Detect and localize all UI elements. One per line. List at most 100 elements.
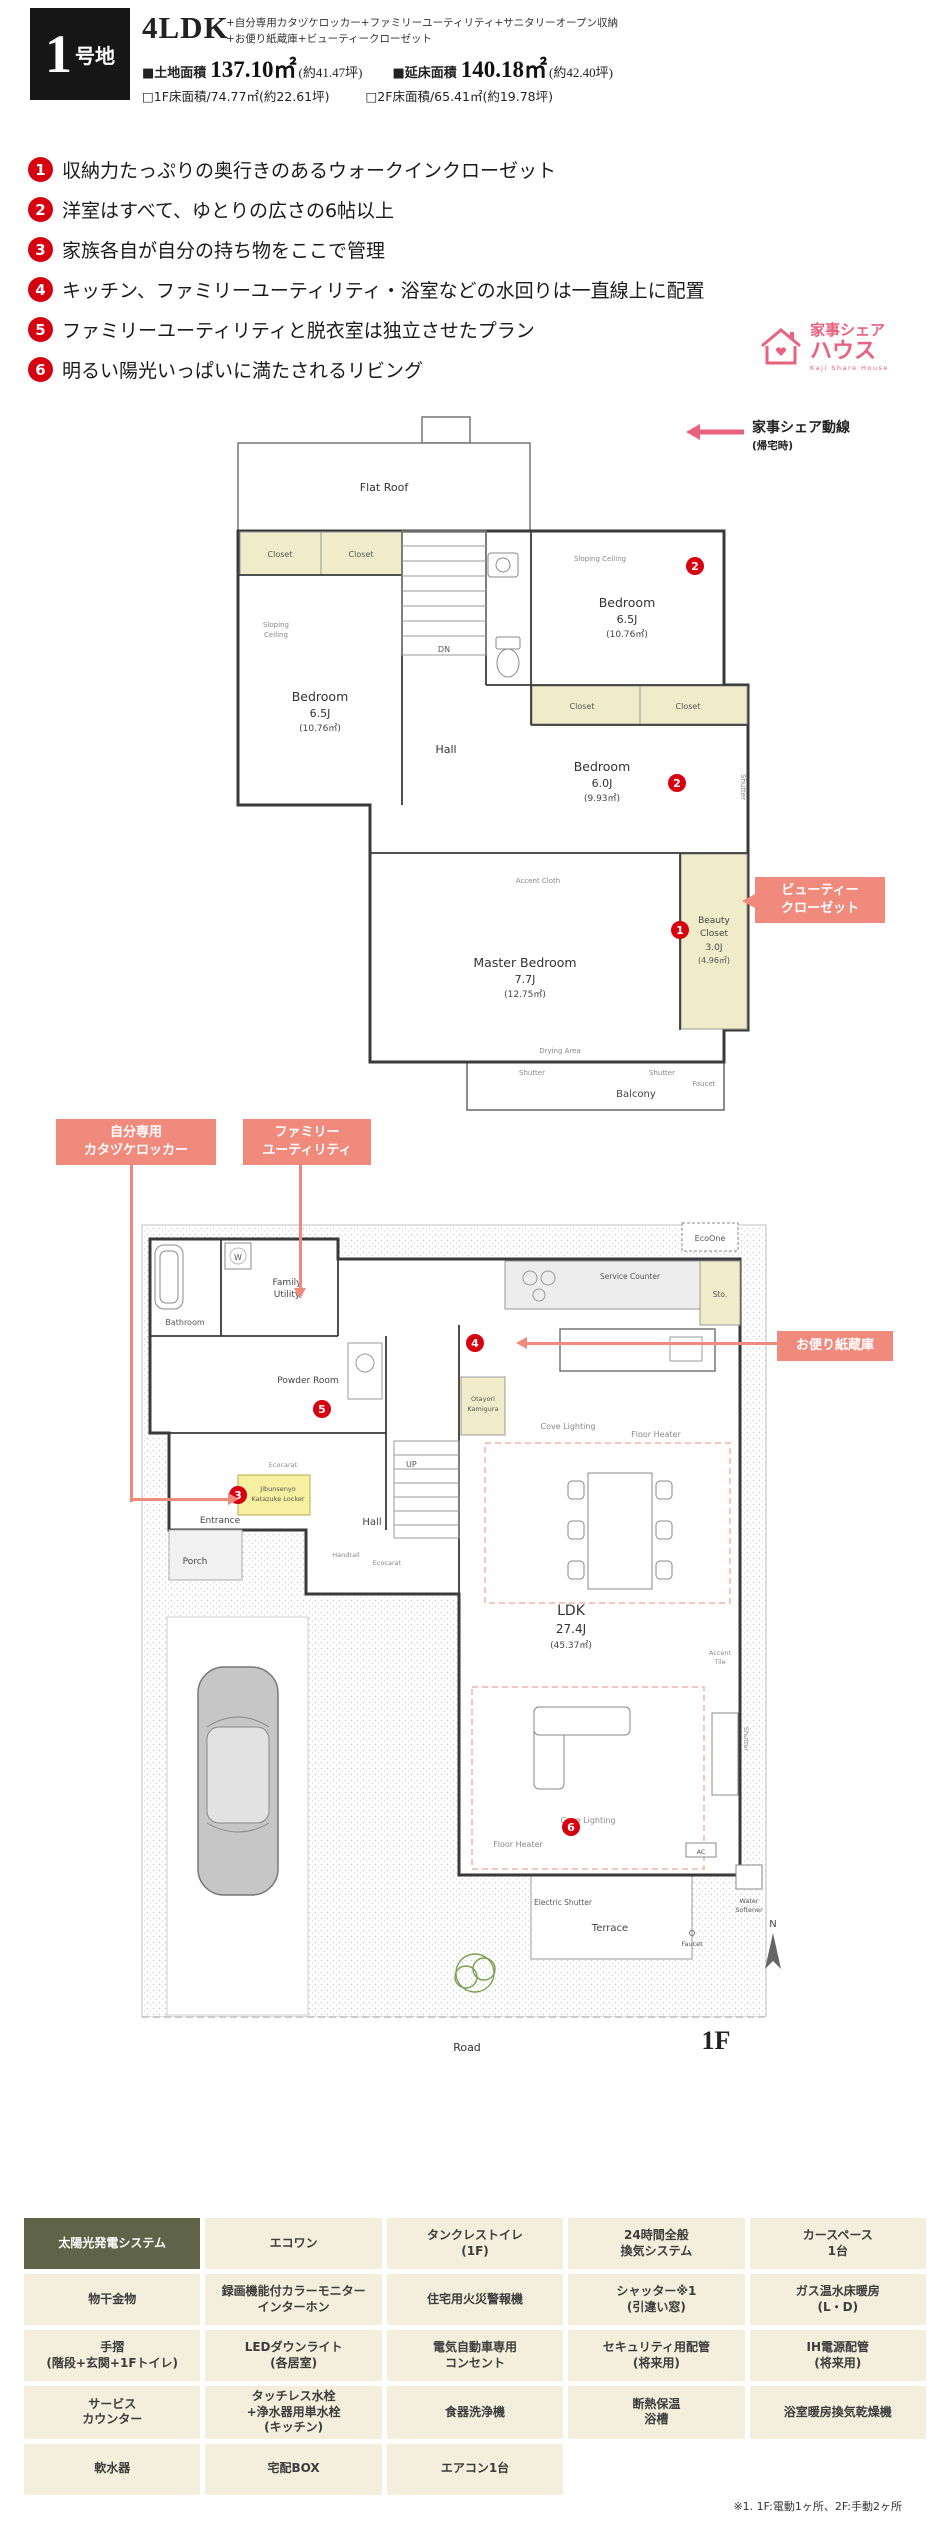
locker-label: Jibunsenyo xyxy=(259,1485,295,1493)
equipment-cell: タッチレス水栓 +浄水器用単水栓 (キッチン) xyxy=(205,2386,382,2439)
callout-katazuke-locker: 自分専用 カタヅケロッカー xyxy=(56,1119,216,1166)
balcony-area: Balcony Faucet xyxy=(466,1061,725,1111)
accent-tile-label: Accent xyxy=(709,1649,732,1657)
handrail-label: Handrail xyxy=(332,1551,360,1559)
shutter-label: Shutter xyxy=(739,774,747,800)
closet-topleft: Closet Closet xyxy=(239,531,403,576)
faucet-icon xyxy=(689,1930,695,1936)
callout-line-kamigura xyxy=(527,1342,777,1345)
accent-tile-label: Tile xyxy=(713,1658,725,1666)
callout-line-locker xyxy=(130,1498,230,1501)
room-area-bedroom-east: (9.93㎡) xyxy=(584,793,620,804)
feature-marker-2: 2 xyxy=(686,557,704,575)
sloping-ceiling-label: Ceiling xyxy=(264,631,288,639)
equipment-note: ※1. 1F:電動1ヶ所、2F:手動2ヶ所 xyxy=(733,2500,902,2513)
closet-label: Closet xyxy=(570,702,595,711)
room-size-bedroom-west: 6.5J xyxy=(310,707,331,720)
flow-arrow-icon xyxy=(686,424,744,440)
callout-kamigura: お便り紙蔵庫 xyxy=(777,1331,893,1362)
callout-family-utility: ファミリー ユーティリティ xyxy=(243,1119,371,1166)
callout-beauty-closet: ビューティー クローゼット xyxy=(755,877,885,924)
callout-arrow-locker xyxy=(228,1493,239,1505)
equipment-cell: 太陽光発電システム xyxy=(24,2218,201,2269)
feature-number-badge: 6 xyxy=(28,357,53,382)
plan-extras-line1: +自分専用カタヅケロッカー+ファミリーユーティリティ+サニタリーオープン収納 xyxy=(226,17,619,29)
equipment-cell: サービス カウンター xyxy=(24,2386,201,2439)
toilet-icon xyxy=(487,552,521,678)
equipment-cell: 24時間全般 換気システム xyxy=(568,2218,745,2269)
sloping-ceiling-label: Sloping Ceiling xyxy=(574,555,626,563)
feature-item: 3 家族各自が自分の持ち物をここで管理 xyxy=(28,236,705,263)
room-label-beauty-closet: Beauty xyxy=(698,916,730,926)
feature-text: 洋室はすべて、ゆとりの広さの6帖以上 xyxy=(62,200,395,222)
area-summary: ■土地面積 137.10㎡ (約41.47坪) ■延床面積 140.18㎡ (約… xyxy=(142,50,613,84)
powder-room-label: Powder Room xyxy=(277,1376,338,1386)
room-label-beauty-closet: Closet xyxy=(700,929,729,939)
room-size-bedroom-east: 6.0J xyxy=(592,777,613,790)
callout-arrow-beauty xyxy=(742,894,755,908)
vanity-icon xyxy=(347,1342,383,1400)
lot-suffix: 号地 xyxy=(75,43,115,68)
feature-text: 収納力たっぷりの奥行きのあるウォークインクローゼット xyxy=(62,160,557,182)
faucet-label-2f: Faucet xyxy=(692,1080,715,1088)
terrace-area xyxy=(530,1874,693,1960)
equipment-cell: ガス温水床暖房 (L・D) xyxy=(749,2274,926,2325)
sloping-ceiling-label: Sloping xyxy=(263,621,289,629)
svg-text:N: N xyxy=(769,1919,776,1930)
kamigura-closet xyxy=(460,1376,506,1436)
feature-text: ファミリーユーティリティと脱衣室は独立させたプラン xyxy=(62,320,535,342)
ecoone-unit xyxy=(681,1222,739,1252)
feature-number-badge: 4 xyxy=(28,277,53,302)
lot-badge: 1 号地 xyxy=(30,8,130,100)
room-size-ldk: 27.4J xyxy=(556,1622,586,1636)
callout-arrow-kamigura xyxy=(516,1337,527,1349)
room-area-ldk: (45.37㎡) xyxy=(550,1640,592,1651)
faucet-label-1f: Faucet xyxy=(681,1940,703,1948)
room-label-bedroom-west: Bedroom xyxy=(292,689,349,704)
feature-marker-4: 4 xyxy=(466,1334,484,1352)
svg-text:5: 5 xyxy=(318,1403,326,1416)
land-area-value: 137.10㎡ xyxy=(210,57,297,82)
equipment-cell: 断熱保温 浴槽 xyxy=(568,2386,745,2439)
floor2-area: □2F床面積/65.41㎡(約19.78坪) xyxy=(365,89,554,104)
equipment-cell: 手摺 (階段+玄関+1Fトイレ) xyxy=(24,2330,201,2381)
equipment-cell: タンクレストイレ (1F) xyxy=(386,2218,564,2269)
floor-label-1f: 1F xyxy=(702,2026,731,2055)
land-area-label: ■土地面積 xyxy=(142,66,207,81)
equipment-cell: 電気自動車専用 コンセント xyxy=(386,2330,564,2381)
feature-number-badge: 3 xyxy=(28,237,53,262)
closet-label: Closet xyxy=(676,702,701,711)
sink-icon xyxy=(669,1336,703,1362)
feature-text: 家族各自が自分の持ち物をここで管理 xyxy=(62,240,386,262)
storage-label: Sto. xyxy=(713,1290,728,1299)
terrace-label: Terrace xyxy=(591,1923,628,1934)
accent-cloth-label: Accent Cloth xyxy=(516,877,560,885)
svg-text:2: 2 xyxy=(691,560,699,573)
callout-line-family-utility xyxy=(299,1165,302,1290)
flow-sublabel: (帰宅時) xyxy=(752,439,794,452)
equipment-cell: エコワン xyxy=(205,2218,382,2269)
service-counter-label: Service Counter xyxy=(600,1272,661,1281)
road-area xyxy=(140,2017,790,2085)
callout-line-locker xyxy=(130,1165,133,1502)
shutter-label: Shutter xyxy=(649,1069,675,1077)
kamigura-label: Otayori xyxy=(471,1395,495,1403)
2f-outer-walls xyxy=(236,529,750,1064)
electric-shutter-label: Electric Shutter xyxy=(534,1898,593,1907)
total-floor-tsubo: (約42.40坪) xyxy=(549,65,613,80)
equipment-cell: 住宅用火災警報機 xyxy=(386,2274,564,2325)
equipment-cell: IH電源配管 (将来用) xyxy=(749,2330,926,2381)
room-label-master-bedroom: Master Bedroom xyxy=(473,955,576,970)
water-softener-unit xyxy=(735,1864,763,1890)
cove-lighting-label: Cove Lighting xyxy=(560,1816,615,1825)
flat-roof-area: Flat Roof xyxy=(237,416,531,532)
stairs-2f xyxy=(401,530,487,656)
lot-number: 1 xyxy=(45,24,72,84)
road-label: Road xyxy=(453,2041,481,2054)
floor1-area: □1F床面積/74.77㎡(約22.61坪) xyxy=(142,89,330,104)
feature-marker-1: 1 xyxy=(671,921,689,939)
